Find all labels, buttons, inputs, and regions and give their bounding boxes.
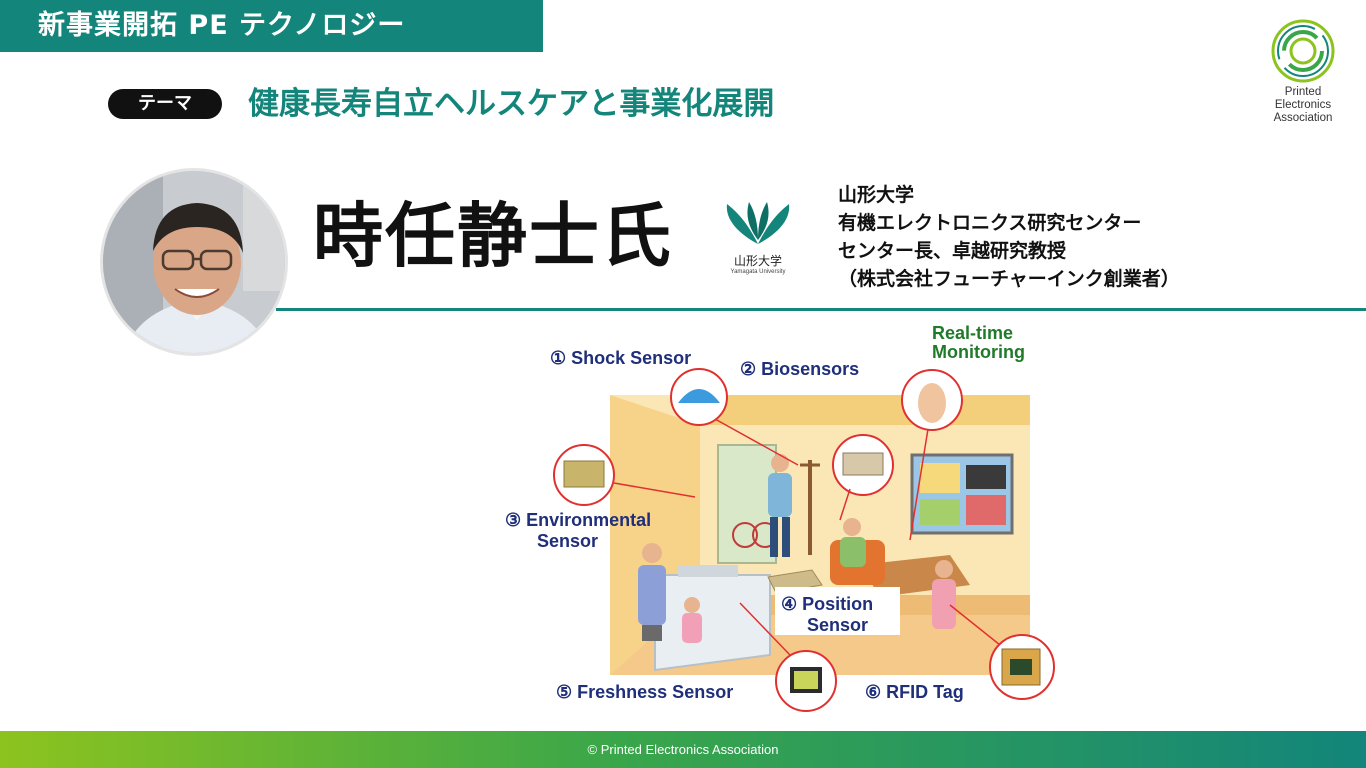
label-environmental: ③ Environmental — [505, 510, 652, 530]
label-shock-sensor: ① Shock Sensor — [550, 348, 692, 368]
header-divider — [276, 308, 1366, 311]
pea-logo: Printed Electronics Association — [1262, 18, 1344, 133]
label-position: ④ Position — [781, 594, 874, 614]
theme-label: テーマ — [108, 89, 222, 119]
affiliation-line: センター長、卓越研究教授 — [838, 240, 1067, 262]
pea-logo-icon — [1271, 19, 1335, 83]
logo-line-2: Electronics — [1274, 99, 1332, 111]
affiliation-line: （株式会社フューチャーインク創業者） — [838, 268, 1180, 290]
label-biosensors: ② Biosensors — [740, 359, 860, 379]
logo-line-3: Association — [1273, 112, 1333, 124]
university-logo-jp: 山形大学 — [733, 254, 782, 268]
label-position-sensor: Sensor — [807, 615, 869, 635]
label-rfid-tag: ⑥ RFID Tag — [865, 682, 964, 702]
label-monitoring: Monitoring — [932, 342, 1025, 362]
speaker-affiliation: 山形大学 有機エレクトロニクス研究センター センター長、卓越研究教授 （株式会社… — [838, 181, 1180, 293]
logo-line-1: Printed — [1284, 86, 1322, 98]
label-freshness-sensor: ⑤ Freshness Sensor — [556, 682, 734, 702]
section-banner: 新事業開拓 PE テクノロジー — [0, 0, 543, 52]
sensor-illustration: ① Shock Sensor ② Biosensors Real-time Mo… — [500, 315, 1060, 715]
speaker-name: 時任静士氏 — [313, 195, 673, 277]
speaker-portrait — [100, 168, 288, 356]
university-logo: 山形大学 Yamagata University — [716, 194, 800, 280]
affiliation-line: 有機エレクトロニクス研究センター — [838, 212, 1142, 234]
room-illustration — [553, 368, 1055, 712]
affiliation-line: 山形大学 — [838, 184, 915, 206]
speaker-photo — [103, 171, 285, 353]
label-environmental-sensor: Sensor — [537, 531, 599, 551]
university-logo-en: Yamagata University — [730, 269, 786, 275]
label-realtime: Real-time — [932, 323, 1014, 343]
theme-title: 健康長寿自立ヘルスケアと事業化展開 — [248, 86, 775, 122]
footer-copyright: © Printed Electronics Association — [0, 731, 1366, 768]
university-logo-icon — [726, 202, 790, 244]
